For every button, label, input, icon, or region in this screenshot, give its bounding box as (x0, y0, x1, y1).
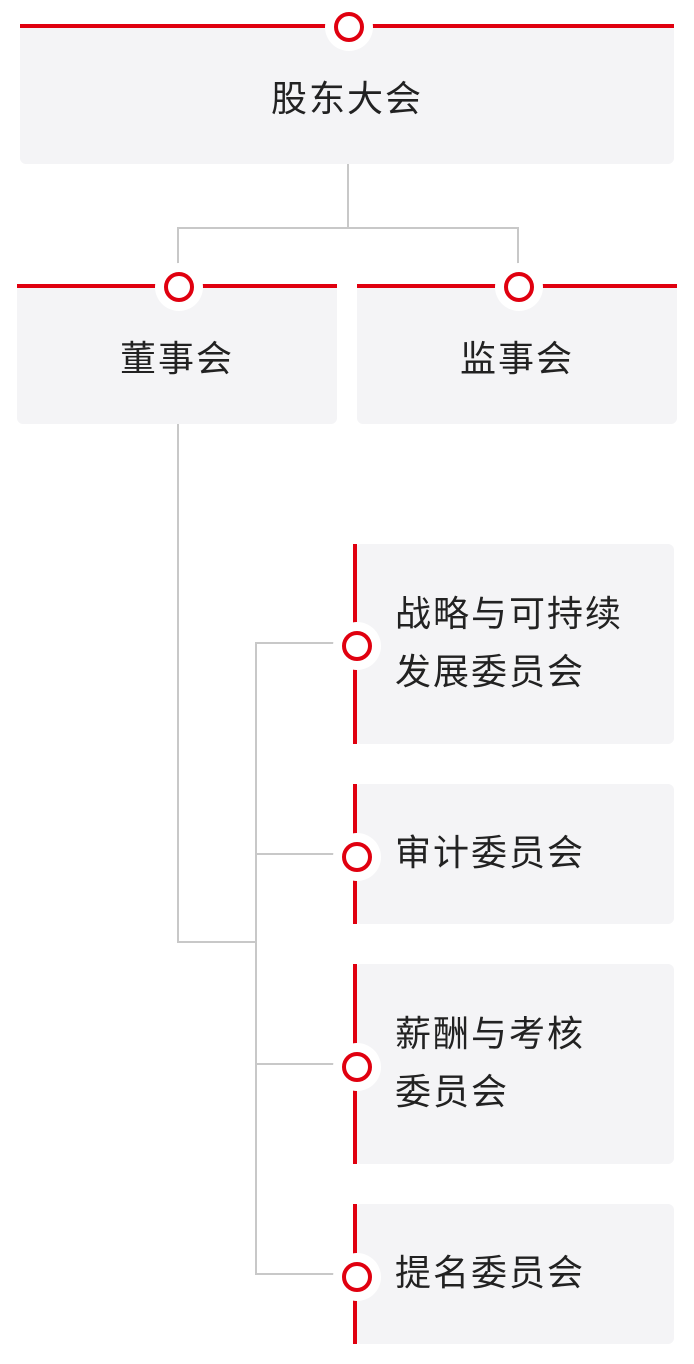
connector-committee-trunk (255, 642, 257, 1275)
committee-label-line: 委员会 (395, 1072, 510, 1113)
connector-shareholders-down (347, 164, 349, 228)
ring-node-icon (334, 12, 364, 42)
node-nomination-committee: 提名委员会 (355, 1204, 674, 1344)
connector-to-supervisory (517, 227, 519, 265)
ring-node-icon (164, 272, 194, 302)
connector-board-to-trunk (177, 941, 257, 943)
connector-to-committee-1 (255, 642, 335, 644)
connector-to-committee-4 (255, 1273, 335, 1275)
committee-label-line: 战略与可持续 (395, 594, 624, 635)
connector-board-down (177, 424, 179, 943)
ring-node-icon (342, 631, 372, 661)
node-audit-committee: 审计委员会 (355, 784, 674, 924)
node-shareholders-meeting: 股东大会 (20, 24, 674, 164)
node-remuneration-committee: 薪酬与考核 委员会 (355, 964, 674, 1164)
ring-node-icon (342, 1052, 372, 1082)
connector-top-horizontal (177, 227, 519, 229)
committee-label-line: 薪酬与考核 (395, 1014, 586, 1055)
connector-to-committee-2 (255, 853, 335, 855)
ring-node-icon (342, 1262, 372, 1292)
node-shareholders-label: 股东大会 (270, 79, 423, 120)
node-board-of-directors: 董事会 (17, 284, 337, 424)
connector-to-board (177, 227, 179, 265)
ring-node-icon (504, 272, 534, 302)
committee-label-line: 发展委员会 (395, 652, 586, 693)
ring-node-icon (342, 842, 372, 872)
node-supervisory-board: 监事会 (357, 284, 677, 424)
node-supervisory-label: 监事会 (459, 339, 574, 380)
node-board-label: 董事会 (119, 339, 234, 380)
connector-to-committee-3 (255, 1063, 335, 1065)
node-strategy-committee: 战略与可持续 发展委员会 (355, 544, 674, 744)
committee-label-line: 审计委员会 (395, 833, 586, 874)
committee-label-line: 提名委员会 (395, 1253, 586, 1294)
